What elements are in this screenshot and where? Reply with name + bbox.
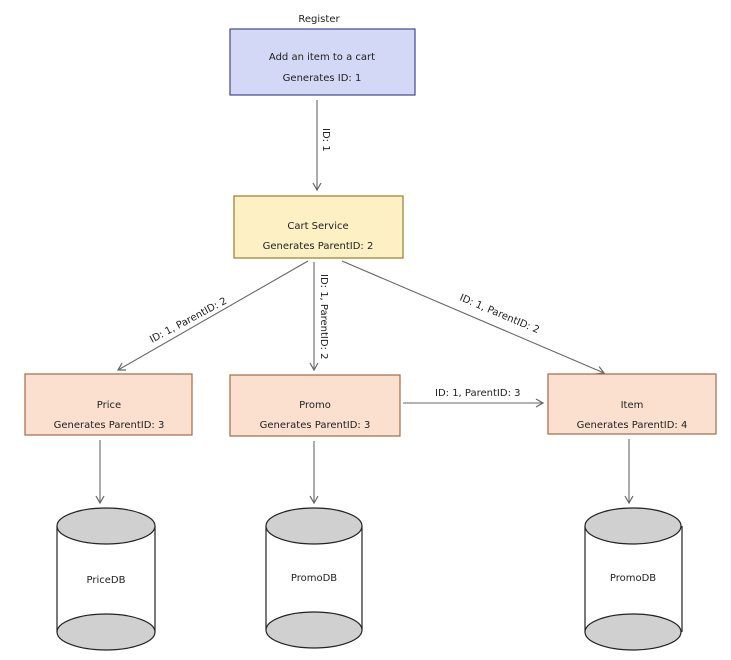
item-title: Item	[621, 400, 644, 411]
item-id: Generates ParentID: 4	[577, 420, 688, 431]
item-db-label: PromoDB	[610, 573, 656, 584]
promo-db-cylinder[interactable]: PromoDB	[265, 507, 363, 649]
item-box	[547, 373, 717, 435]
promo-node[interactable]: Promo Generates ParentID: 3	[229, 374, 401, 437]
edge-cart-promo-label: ID: 1, ParentID: 2	[318, 274, 329, 360]
cart-service-box	[233, 195, 404, 259]
edge-promo-item-label: ID: 1, ParentID: 3	[435, 388, 521, 399]
promo-title: Promo	[299, 400, 331, 411]
edge-cart-price-label: ID: 1, ParentID: 2	[148, 296, 229, 346]
price-node[interactable]: Price Generates ParentID: 3	[24, 373, 193, 436]
edge-cart-price	[116, 260, 309, 371]
item-db-cylinder[interactable]: PromoDB	[584, 507, 683, 651]
edge-register-cart-label: ID: 1	[320, 128, 331, 152]
register-title: Add an item to a cart	[269, 52, 375, 63]
item-node[interactable]: Item Generates ParentID: 4	[547, 373, 717, 435]
promo-box	[229, 374, 401, 437]
price-id: Generates ParentID: 3	[54, 420, 165, 431]
cart-service-id: Generates ParentID: 2	[263, 241, 374, 252]
edge-cart-item	[341, 260, 606, 375]
cart-service-title: Cart Service	[287, 221, 348, 232]
price-title: Price	[97, 400, 121, 411]
cart-service-node[interactable]: Cart Service Generates ParentID: 2	[233, 195, 404, 259]
register-id: Generates ID: 1	[283, 73, 362, 84]
price-db-cylinder[interactable]: PriceDB	[56, 507, 156, 651]
register-box	[229, 28, 416, 96]
register-caption: Register	[298, 14, 340, 25]
register-node[interactable]: Add an item to a cart Generates ID: 1	[229, 28, 416, 96]
price-db-label: PriceDB	[87, 575, 126, 586]
price-box	[24, 373, 193, 436]
promo-db-label: PromoDB	[291, 573, 337, 584]
promo-id: Generates ParentID: 3	[260, 420, 371, 431]
edge-cart-item-label: ID: 1, ParentID: 2	[458, 293, 541, 337]
